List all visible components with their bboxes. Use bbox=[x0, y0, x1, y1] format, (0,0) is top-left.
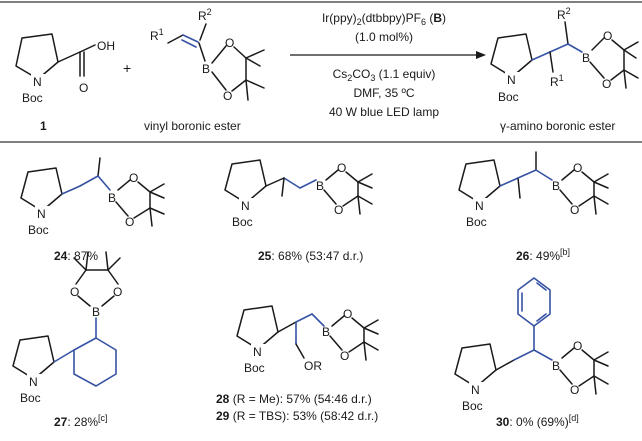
atom-B: B bbox=[552, 359, 560, 373]
compound-28-29: B O O OR N Boc 28 (R = Me): 57% (54:46 d… bbox=[216, 305, 379, 423]
atom-O: O bbox=[570, 383, 579, 397]
atom-O: O bbox=[113, 285, 122, 299]
reactant-proline: OH O N Boc 1 bbox=[15, 33, 115, 133]
atom-O: O bbox=[223, 89, 232, 103]
compound-27: B O O N Boc 27: 28%[c] bbox=[12, 251, 122, 429]
atom-B: B bbox=[108, 191, 116, 205]
atom-N: N bbox=[241, 199, 250, 213]
atom-Boc: Boc bbox=[466, 215, 487, 229]
compound-26: B O O N Boc 26: 49%[b] bbox=[458, 151, 609, 263]
reactant-number: 1 bbox=[40, 119, 47, 133]
compound-25-label: 25: 68% (53:47 d.r.) bbox=[258, 249, 363, 263]
arrow-head bbox=[476, 51, 486, 59]
atom-Boc: Boc bbox=[498, 90, 519, 104]
catalyst-label: Ir(ppy)2(dtbbpy)PF6 (B) bbox=[322, 11, 446, 27]
atom-O: O bbox=[70, 285, 79, 299]
atom-R2: R2 bbox=[557, 6, 571, 22]
base-label: Cs2CO3 (1.1 equiv) bbox=[333, 67, 436, 83]
atom-Boc: Boc bbox=[244, 361, 265, 375]
atom-Boc: Boc bbox=[20, 391, 41, 405]
atom-OR: OR bbox=[304, 359, 322, 373]
compound-26-label: 26: 49%[b] bbox=[516, 247, 570, 263]
atom-O: O bbox=[570, 203, 579, 217]
reactant-vinyl-boronic-ester: R1 R2 B O O vinyl boronic ester bbox=[144, 7, 265, 133]
atom-B: B bbox=[92, 305, 100, 319]
atom-B: B bbox=[552, 179, 560, 193]
atom-B: B bbox=[582, 51, 590, 65]
atom-R2: R2 bbox=[198, 7, 212, 23]
compound-29-label: 29 (R = TBS): 53% (58:42 d.r.) bbox=[216, 409, 378, 423]
atom-N: N bbox=[33, 75, 42, 89]
atom-B: B bbox=[316, 179, 324, 193]
solvent-temperature: DMF, 35 ºC bbox=[353, 86, 414, 100]
atom-B: B bbox=[322, 325, 330, 339]
atom-O: O bbox=[343, 307, 352, 321]
atom-O: O bbox=[125, 215, 134, 229]
atom-OH: OH bbox=[97, 39, 115, 53]
compound-28-label: 28 (R = Me): 57% (54:46 d.r.) bbox=[216, 392, 372, 406]
atom-O: O bbox=[573, 339, 582, 353]
compound-30-label: 30: 0% (69%)[d] bbox=[496, 413, 579, 429]
atom-N: N bbox=[471, 383, 480, 397]
atom-O: O bbox=[79, 81, 88, 95]
plus-sign: + bbox=[123, 60, 131, 76]
compound-24: B O O N Boc 24: 87% bbox=[20, 157, 165, 263]
atom-O: O bbox=[573, 161, 582, 175]
atom-R1: R1 bbox=[550, 73, 564, 89]
reactant2-caption: vinyl boronic ester bbox=[144, 119, 241, 133]
atom-O: O bbox=[603, 29, 612, 43]
atom-O: O bbox=[340, 349, 349, 363]
atom-N: N bbox=[29, 375, 38, 389]
atom-O: O bbox=[129, 171, 138, 185]
catalyst-loading: (1.0 mol%) bbox=[355, 30, 413, 44]
atom-N: N bbox=[253, 345, 262, 359]
compound-27-label: 27: 28%[c] bbox=[54, 413, 108, 429]
atom-O: O bbox=[334, 203, 343, 217]
atom-R1: R1 bbox=[150, 27, 164, 43]
atom-B: B bbox=[202, 62, 210, 76]
atom-N: N bbox=[507, 73, 516, 87]
compound-30: B O O N Boc 30: 0% (69%)[d] bbox=[454, 277, 609, 429]
atom-N: N bbox=[475, 199, 484, 213]
atom-Boc: Boc bbox=[28, 223, 49, 237]
reaction-conditions: Ir(ppy)2(dtbbpy)PF6 (B) (1.0 mol%) Cs2CO… bbox=[290, 11, 486, 119]
compound-25: B O O N Boc 25: 68% (53:47 d.r.) bbox=[224, 159, 373, 263]
light-source: 40 W blue LED lamp bbox=[329, 105, 439, 119]
atom-Boc: Boc bbox=[22, 91, 43, 105]
product-gamma-amino-boronic-ester: R1 R2 B O O N Boc γ-amino boronic ester bbox=[490, 6, 639, 133]
atom-N: N bbox=[37, 207, 46, 221]
atom-O: O bbox=[602, 77, 611, 91]
atom-O: O bbox=[337, 161, 346, 175]
product-caption: γ-amino boronic ester bbox=[500, 119, 615, 133]
atom-Boc: Boc bbox=[232, 215, 253, 229]
atom-Boc: Boc bbox=[462, 399, 483, 413]
atom-O: O bbox=[225, 36, 234, 50]
